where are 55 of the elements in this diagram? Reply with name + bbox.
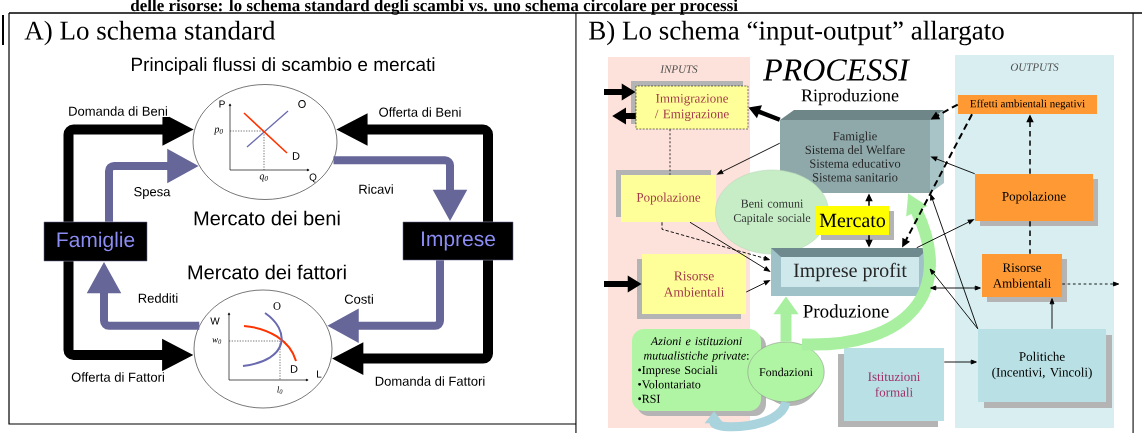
arrow xyxy=(930,285,981,291)
axis-label: w$_{0}$ xyxy=(212,338,222,344)
process-block: Imprese profit xyxy=(771,248,929,296)
actor-box: Famiglie xyxy=(43,221,148,262)
curve-label: O xyxy=(298,100,306,108)
edge-label: Domanda di Fattori xyxy=(373,374,487,388)
node-caption: Mercato dei fattori xyxy=(188,264,346,280)
output-box: Effetti ambientali negativi xyxy=(958,95,1097,114)
arrow xyxy=(745,280,770,293)
curve-label: D xyxy=(290,365,298,373)
arrow xyxy=(1061,281,1120,287)
axis-label: P xyxy=(219,100,225,108)
policy-box: Politiche (Incentivi, Vincoli) xyxy=(978,329,1112,408)
arrow xyxy=(930,194,979,330)
edge-label: Redditi xyxy=(136,291,180,305)
curve-label: O xyxy=(273,302,281,310)
arrow xyxy=(943,359,977,365)
connector-line xyxy=(1029,220,1031,255)
institutions-box: Istituzioni formali xyxy=(838,348,944,427)
input-box: Risorse Ambientali xyxy=(637,254,746,319)
axis-label: p$_{0}$ xyxy=(213,127,223,135)
curve-label: D xyxy=(292,152,300,160)
page-title: delle risorse: lo schema standard degli scambi vs. uno schema circolare per processi xyxy=(130,0,738,15)
arrow xyxy=(916,219,974,249)
node-caption: Produzione xyxy=(803,304,889,318)
arrow xyxy=(689,221,771,272)
panel-heading: B) Lo schema “input-output” allargato xyxy=(589,20,1004,46)
edge-label: Ricavi xyxy=(357,182,396,196)
market-box: Mercato xyxy=(816,206,894,240)
connector-line xyxy=(669,128,671,176)
arrow xyxy=(717,142,781,175)
process-block: Famiglie Sistema del Welfare Sistema educativo Sistema sanitario xyxy=(780,110,944,193)
actor-box: Imprese xyxy=(402,221,514,261)
edge-label: Offerta di Fattori xyxy=(69,370,167,384)
output-box: Popolazione xyxy=(975,174,1098,226)
arrow xyxy=(1049,298,1055,330)
axis-label: Q xyxy=(309,173,317,183)
node-caption: Mercato dei beni xyxy=(194,210,340,226)
axis-label: q$_{0}$ xyxy=(259,174,268,182)
edge-label: Spesa xyxy=(132,185,172,201)
arrow xyxy=(661,221,770,261)
edge-label: Costi xyxy=(342,292,376,306)
output-box: Risorse Ambientali xyxy=(982,254,1067,302)
input-box: Popolazione xyxy=(616,170,716,222)
input-box: Immigrazione / Emigrazione xyxy=(631,81,749,130)
panel-heading: A) Lo schema standard xyxy=(24,20,276,46)
section-heading: PROCESSI xyxy=(762,59,911,81)
axis-label: L xyxy=(317,370,322,378)
arrow xyxy=(929,268,979,330)
arrow xyxy=(931,156,976,175)
node-caption: Riproduzione xyxy=(801,88,899,106)
edge-label: Offerta di Beni xyxy=(377,105,463,119)
axis-label: l$_{0}$ xyxy=(277,386,283,394)
edge-label: Domanda di Beni xyxy=(66,104,170,118)
axis-label: W xyxy=(210,317,220,325)
